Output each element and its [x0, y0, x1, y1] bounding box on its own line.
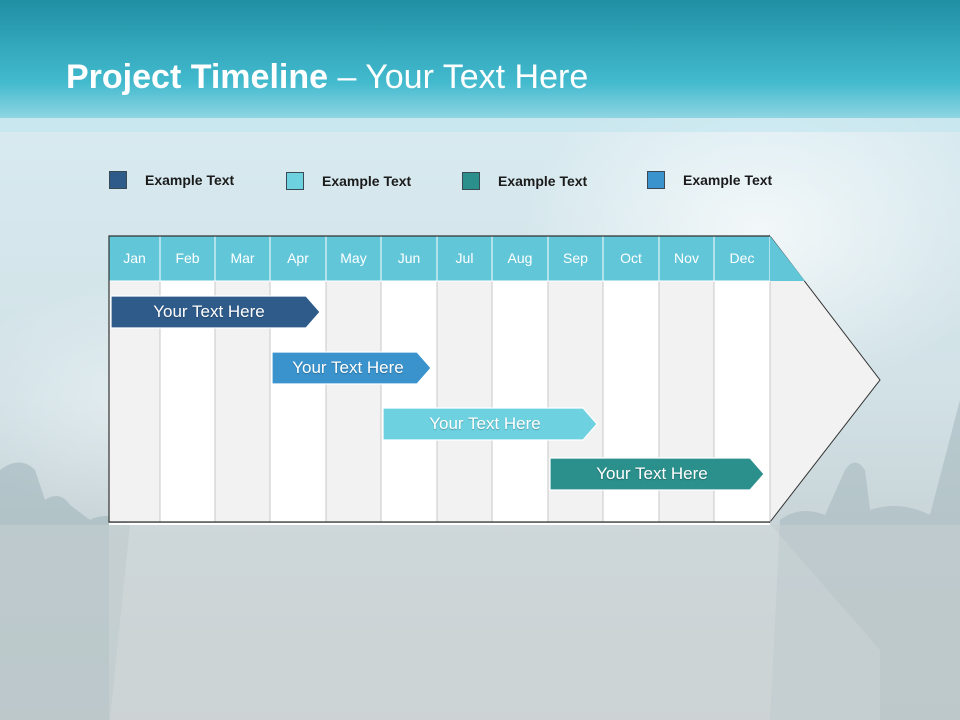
- month-header-cell: [108, 235, 161, 282]
- month-label-nov: Nov: [674, 250, 699, 266]
- month-label-may: May: [340, 250, 367, 266]
- legend-label: Example Text: [498, 173, 588, 189]
- month-header-cell: [658, 235, 715, 282]
- legend-swatch: [647, 171, 665, 189]
- month-column: [491, 280, 549, 523]
- task-bar: [271, 351, 432, 385]
- task-label: Your Text Here: [153, 302, 265, 321]
- legend-label: Example Text: [322, 173, 412, 189]
- title-bold: Project Timeline: [66, 58, 329, 96]
- month-label-oct: Oct: [620, 250, 642, 266]
- task-bar: [382, 407, 598, 441]
- month-header-cell: [380, 235, 438, 282]
- month-label-sep: Sep: [563, 250, 588, 266]
- header-arrow-extension: [770, 236, 805, 281]
- legend-label: Example Text: [683, 172, 773, 188]
- month-label-feb: Feb: [175, 250, 200, 266]
- month-column: [380, 280, 438, 523]
- task-bar: [110, 295, 321, 329]
- task-label: Your Text Here: [596, 464, 708, 483]
- month-label-mar: Mar: [230, 250, 255, 266]
- month-header-cell: [269, 235, 327, 282]
- month-label-aug: Aug: [507, 250, 533, 266]
- month-label-apr: Apr: [287, 250, 309, 266]
- chart-reflection: [109, 524, 880, 720]
- legend-label: Example Text: [145, 172, 235, 188]
- month-label-dec: Dec: [729, 250, 755, 266]
- month-column: [325, 280, 382, 523]
- month-header-cell: [325, 235, 382, 282]
- legend-swatch: [462, 172, 480, 190]
- legend-swatch: [286, 172, 304, 190]
- month-header-cell: [436, 235, 493, 282]
- title-rest: – Your Text Here: [328, 58, 589, 96]
- task-label: Your Text Here: [292, 358, 404, 377]
- task-bar: [549, 457, 765, 491]
- legend-swatch: [109, 171, 127, 189]
- timeline-border: [108, 235, 770, 523]
- month-label-jun: Jun: [397, 250, 421, 266]
- slide-title: Project Timeline – Your Text Here: [66, 58, 588, 97]
- month-column: [436, 280, 493, 523]
- task-label: Your Text Here: [429, 414, 541, 433]
- month-header-cell: [214, 235, 271, 282]
- month-label-jul: Jul: [455, 250, 474, 266]
- month-label-jan: Jan: [123, 250, 146, 266]
